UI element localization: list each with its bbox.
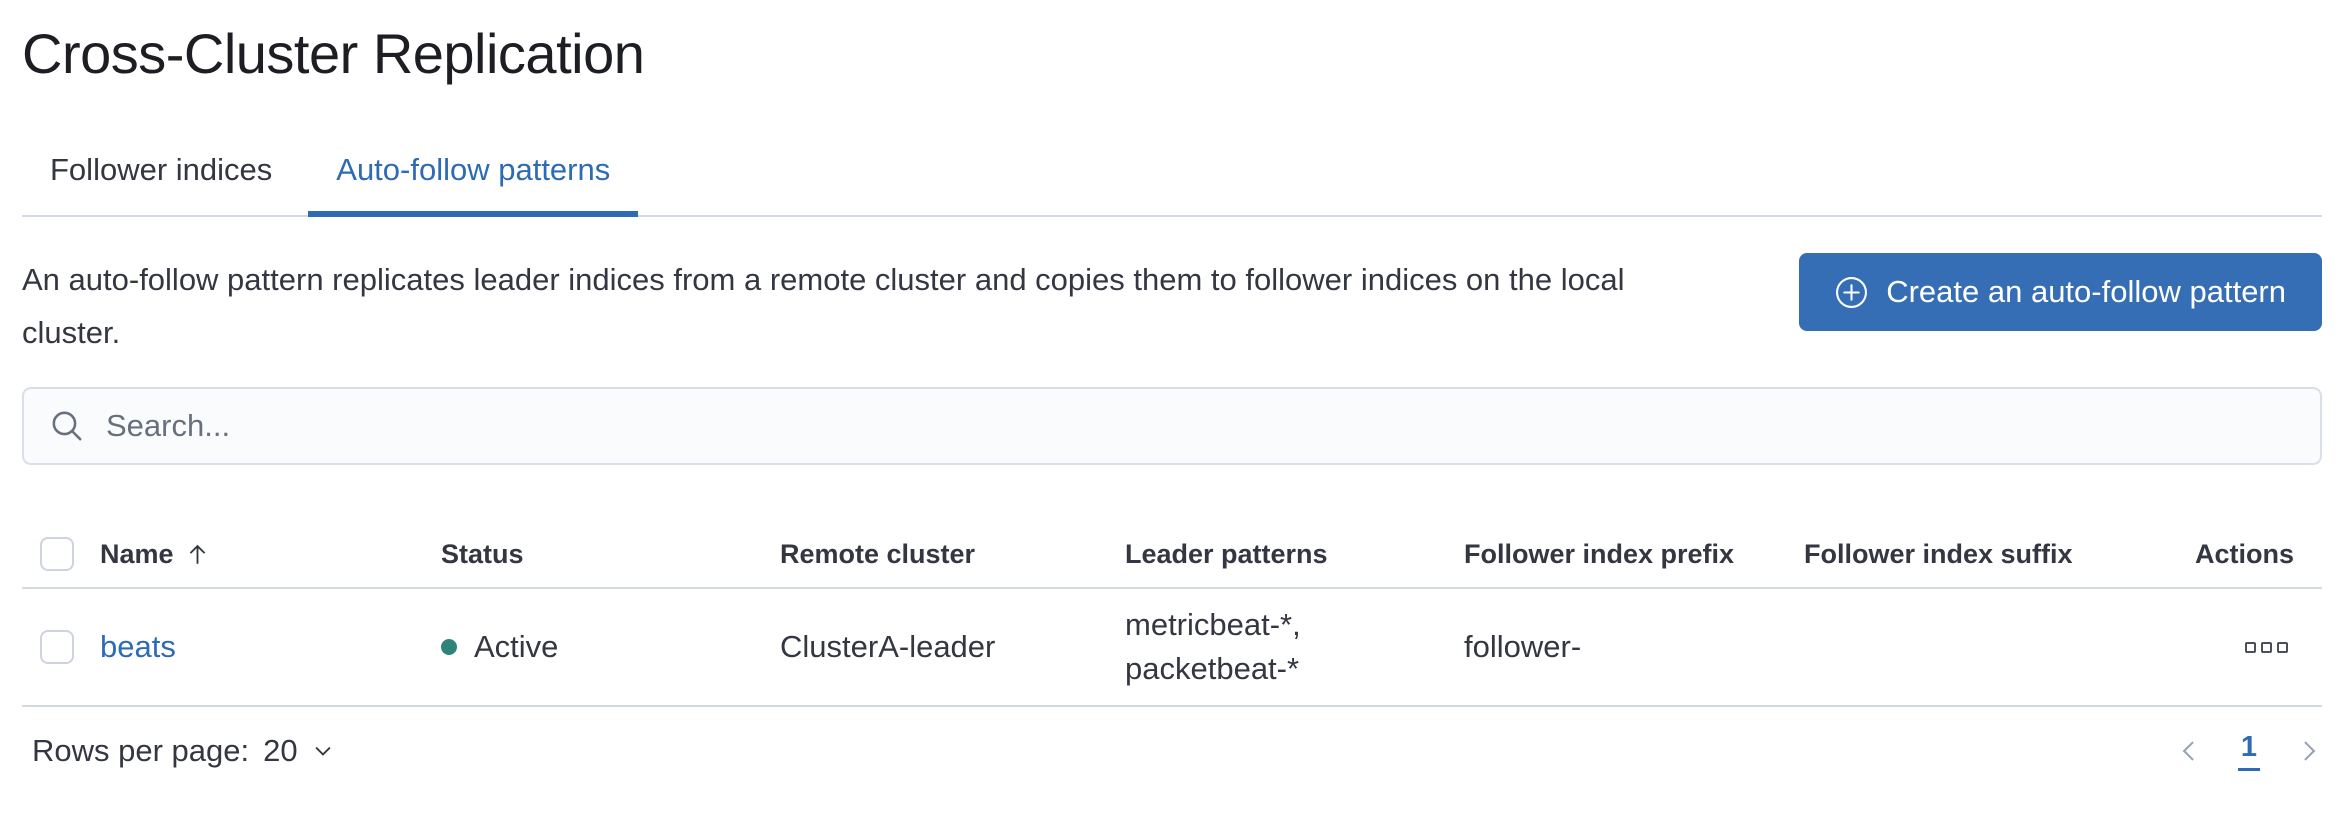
boxes-horizontal-icon <box>2261 641 2272 653</box>
create-auto-follow-pattern-button[interactable]: Create an auto-follow pattern <box>1799 253 2322 332</box>
tab-follower-indices[interactable]: Follower indices <box>22 151 300 215</box>
column-header-label: Actions <box>2194 538 2294 569</box>
header-row: An auto-follow pattern replicates leader… <box>22 253 2322 359</box>
column-header-follower-index-suffix: Follower index suffix <box>1804 539 2144 570</box>
page-1-button[interactable]: 1 <box>2237 731 2260 772</box>
page-title: Cross-Cluster Replication <box>22 22 645 85</box>
actions-cell <box>2144 636 2322 659</box>
follower-index-prefix-cell: follower- <box>1464 629 1582 665</box>
chevron-right-icon <box>2304 741 2316 761</box>
tab-label: Follower indices <box>50 152 273 188</box>
row-checkbox[interactable] <box>40 630 74 665</box>
column-header-follower-index-prefix: Follower index prefix <box>1464 539 1804 570</box>
table-header-row: Name Status Remote cluster Leader patter… <box>22 525 2322 590</box>
search-bar <box>22 387 2322 466</box>
column-header-label: Leader patterns <box>1125 538 1328 569</box>
column-header-label: Status <box>441 538 524 569</box>
select-all-checkbox[interactable] <box>40 537 74 572</box>
tabs: Follower indices Auto-follow patterns <box>22 151 2322 218</box>
auto-follow-patterns-table: Name Status Remote cluster Leader patter… <box>22 525 2322 708</box>
column-header-leader-patterns: Leader patterns <box>1125 539 1464 570</box>
status-cell: Active <box>441 629 780 665</box>
leader-patterns-cell: metricbeat-*, packetbeat-* <box>1125 607 1301 687</box>
remote-cluster-cell: ClusterA-leader <box>780 629 996 665</box>
column-header-label: Follower index prefix <box>1464 538 1735 569</box>
column-header-remote-cluster: Remote cluster <box>780 539 1125 570</box>
tab-label: Auto-follow patterns <box>336 152 611 188</box>
pagination: 1 <box>2176 731 2322 772</box>
tab-auto-follow-patterns[interactable]: Auto-follow patterns <box>308 151 639 218</box>
column-header-label: Follower index suffix <box>1804 538 2073 569</box>
boxes-horizontal-icon <box>2245 641 2256 653</box>
rows-per-page-label: Rows per page: <box>32 733 250 769</box>
table-footer: Rows per page: 20 1 <box>22 731 2322 772</box>
column-header-label: Remote cluster <box>780 538 976 569</box>
plus-in-circle-icon <box>1836 276 1868 308</box>
create-button-label: Create an auto-follow pattern <box>1886 274 2286 310</box>
row-actions-button[interactable] <box>2239 636 2294 659</box>
column-header-name[interactable]: Name <box>100 539 441 570</box>
next-page-button[interactable] <box>2296 738 2322 764</box>
boxes-horizontal-icon <box>2277 641 2288 653</box>
column-header-label: Name <box>100 538 174 569</box>
rows-per-page-value: 20 <box>263 733 298 769</box>
column-header-status: Status <box>441 539 780 570</box>
search-icon <box>52 411 82 441</box>
page-description: An auto-follow pattern replicates leader… <box>22 262 1625 351</box>
table-row: beats Active ClusterA-leader metricbeat-… <box>22 589 2322 708</box>
rows-per-page-button[interactable]: Rows per page: 20 <box>32 733 334 769</box>
column-header-actions: Actions <box>2144 539 2322 570</box>
row-checkbox-cell <box>22 630 100 665</box>
pattern-name-link[interactable]: beats <box>100 629 176 665</box>
name-cell: beats <box>100 629 441 665</box>
previous-page-button[interactable] <box>2176 738 2202 764</box>
cross-cluster-replication-page: Cross-Cluster Replication Follower indic… <box>0 20 2336 772</box>
chevron-left-icon <box>2182 741 2194 761</box>
sort-ascending-arrow-icon <box>189 544 205 564</box>
status-label: Active <box>474 629 559 665</box>
status-active-dot-icon <box>441 639 457 656</box>
select-all-cell <box>22 537 100 572</box>
chevron-down-icon <box>315 747 331 756</box>
search-input[interactable] <box>104 407 2294 446</box>
